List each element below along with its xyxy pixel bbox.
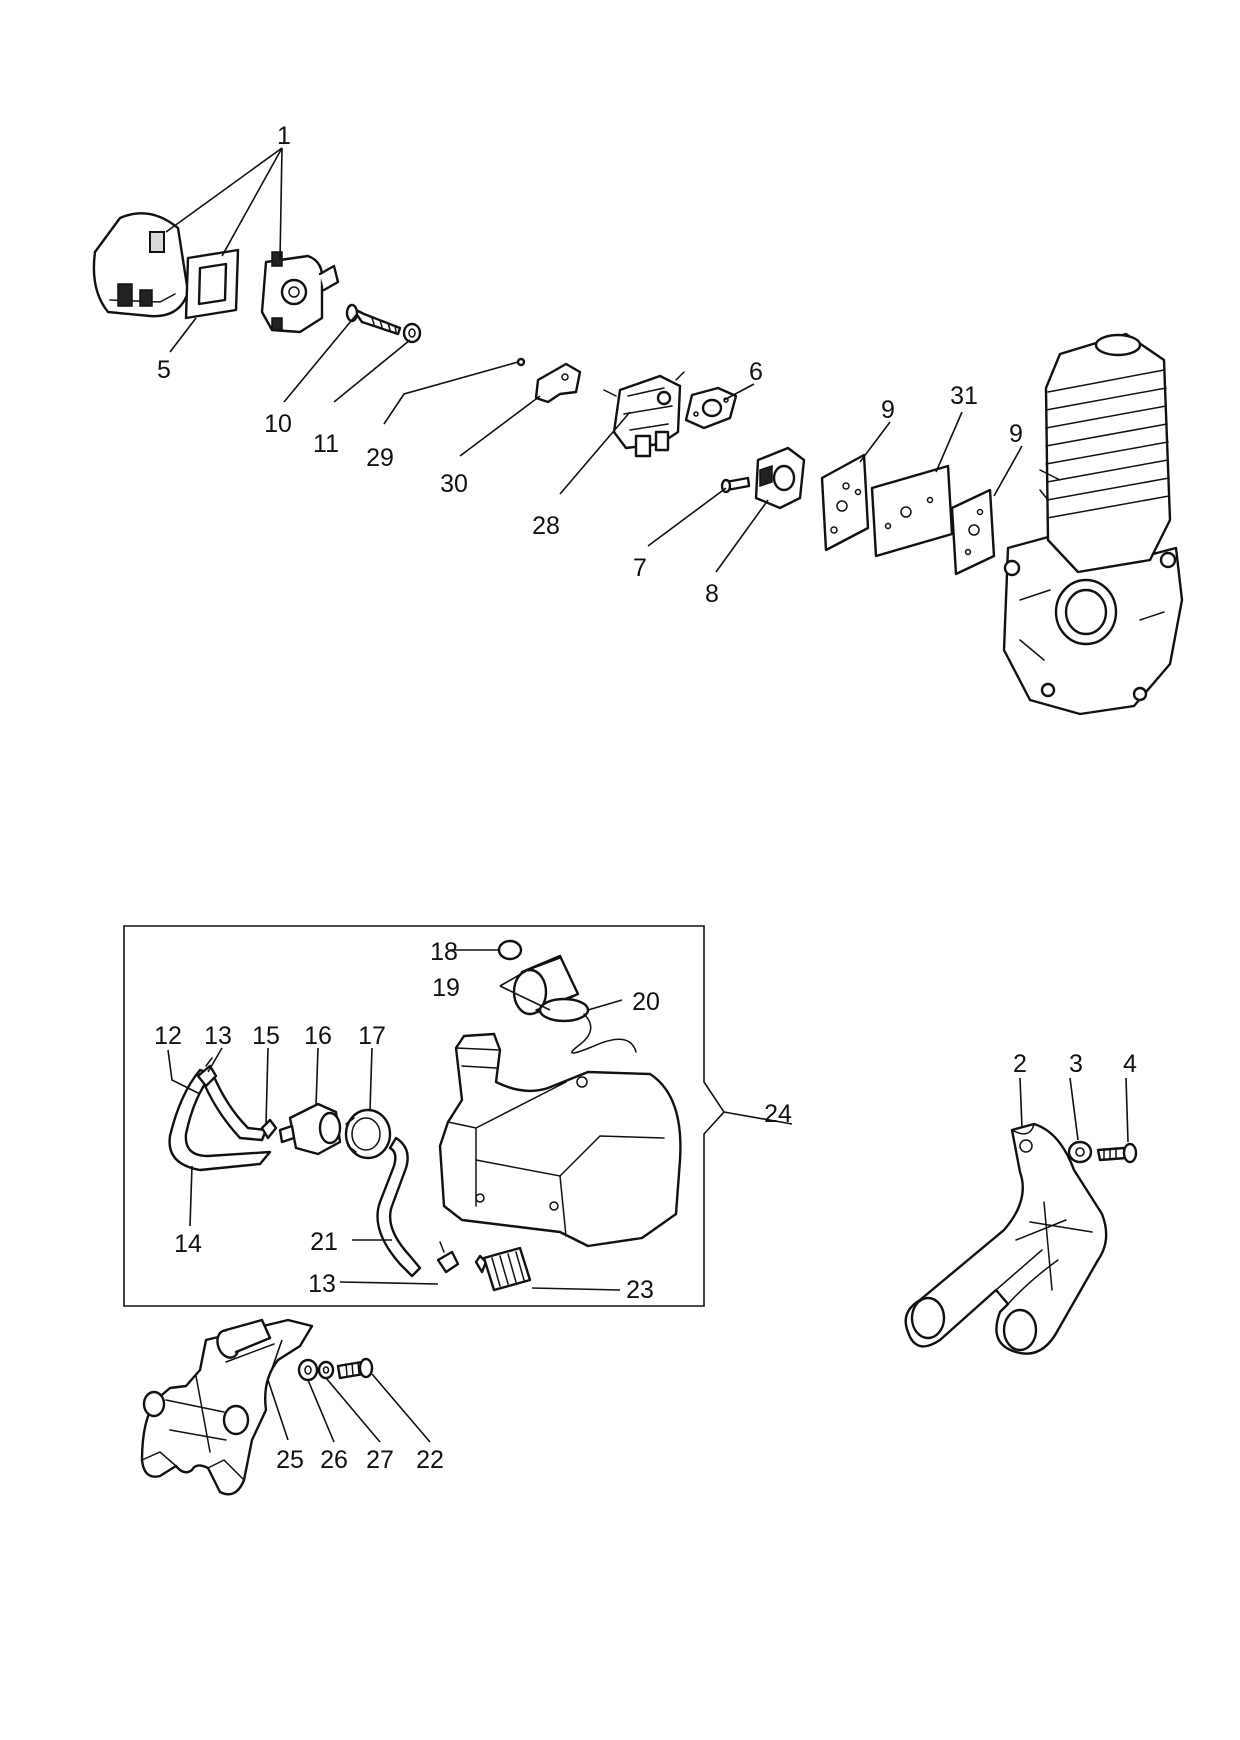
- cylinder-crankcase: [1002, 332, 1184, 716]
- fuel-pickup-filter-23: [474, 1246, 532, 1292]
- fuel-hose-21: [376, 1136, 422, 1278]
- fuel-cap: [497, 939, 637, 1054]
- bracket-30: [534, 362, 582, 404]
- callout-4: 4: [1123, 1050, 1137, 1078]
- callout-5: 5: [157, 356, 171, 384]
- callout-24: 24: [764, 1100, 792, 1128]
- lower-leader-lines: [267, 1339, 431, 1443]
- callout-15: 15: [252, 1022, 280, 1050]
- callout-10: 10: [264, 410, 292, 438]
- screw-4: [1096, 1142, 1138, 1164]
- callout-16: 16: [304, 1022, 332, 1050]
- gasket-9-left: [820, 453, 870, 552]
- carburetor-28: [603, 371, 685, 458]
- fuel-hoses: [168, 1068, 272, 1172]
- washer-26: [297, 1358, 319, 1382]
- callout-3: 3: [1069, 1050, 1083, 1078]
- screw-22: [336, 1357, 374, 1380]
- clip-15: [260, 1118, 278, 1140]
- top-leader-lines: [165, 147, 1023, 573]
- plate-31: [870, 464, 954, 558]
- washer-27: [317, 1360, 335, 1380]
- bracket-leader-lines: [1019, 1077, 1129, 1143]
- air-filter-element: [184, 248, 240, 320]
- gasket-9-right: [950, 488, 996, 576]
- callout-1: 1: [277, 122, 291, 150]
- callout-9-left: 9: [881, 396, 895, 424]
- bolt-10: [345, 303, 402, 336]
- callout-7: 7: [633, 554, 647, 582]
- fuel-group-frame: [123, 925, 726, 1307]
- callout-29: 29: [366, 444, 394, 472]
- callout-8: 8: [705, 580, 719, 608]
- harness-bracket-left: [140, 1318, 314, 1496]
- ball-29: [516, 357, 526, 367]
- air-filter-base: [260, 251, 340, 334]
- callout-20: 20: [632, 988, 660, 1016]
- fuel-filter-16: [278, 1102, 342, 1156]
- callout-21: 21: [310, 1228, 338, 1256]
- screw-7: [720, 476, 751, 494]
- hose-clip-13-top: [196, 1057, 218, 1088]
- callout-labels: 1 5 10 11 29 30 28 6 7 8 9 31 9 18 19 20…: [154, 122, 1137, 1474]
- intake-manifold-8: [754, 446, 806, 510]
- callout-27: 27: [366, 1446, 394, 1474]
- callout-6: 6: [749, 358, 763, 386]
- callout-30: 30: [440, 470, 468, 498]
- callout-25: 25: [276, 1446, 304, 1474]
- callout-9-right: 9: [1009, 420, 1023, 448]
- air-filter-cover: [92, 212, 190, 318]
- callout-26: 26: [320, 1446, 348, 1474]
- fuel-tank: [438, 1032, 682, 1248]
- callout-12: 12: [154, 1022, 182, 1050]
- washer-3: [1067, 1140, 1093, 1164]
- callout-19: 19: [432, 974, 460, 1002]
- callout-2: 2: [1013, 1050, 1027, 1078]
- callout-22: 22: [416, 1446, 444, 1474]
- callout-13-bottom: 13: [308, 1270, 336, 1298]
- callout-13-top: 13: [204, 1022, 232, 1050]
- washer-11: [402, 322, 422, 344]
- callout-31: 31: [950, 382, 978, 410]
- gasket-6: [684, 386, 738, 430]
- callout-18: 18: [430, 938, 458, 966]
- hose-clip-13-bottom: [436, 1241, 460, 1274]
- callout-11: 11: [313, 430, 339, 458]
- callout-28: 28: [532, 512, 560, 540]
- primer-bulb-17: [344, 1108, 392, 1160]
- callout-23: 23: [626, 1276, 654, 1304]
- fuel-leader-lines: [167, 949, 793, 1291]
- callout-17: 17: [358, 1022, 386, 1050]
- harness-bracket-right: [904, 1122, 1108, 1355]
- callout-14: 14: [174, 1230, 202, 1258]
